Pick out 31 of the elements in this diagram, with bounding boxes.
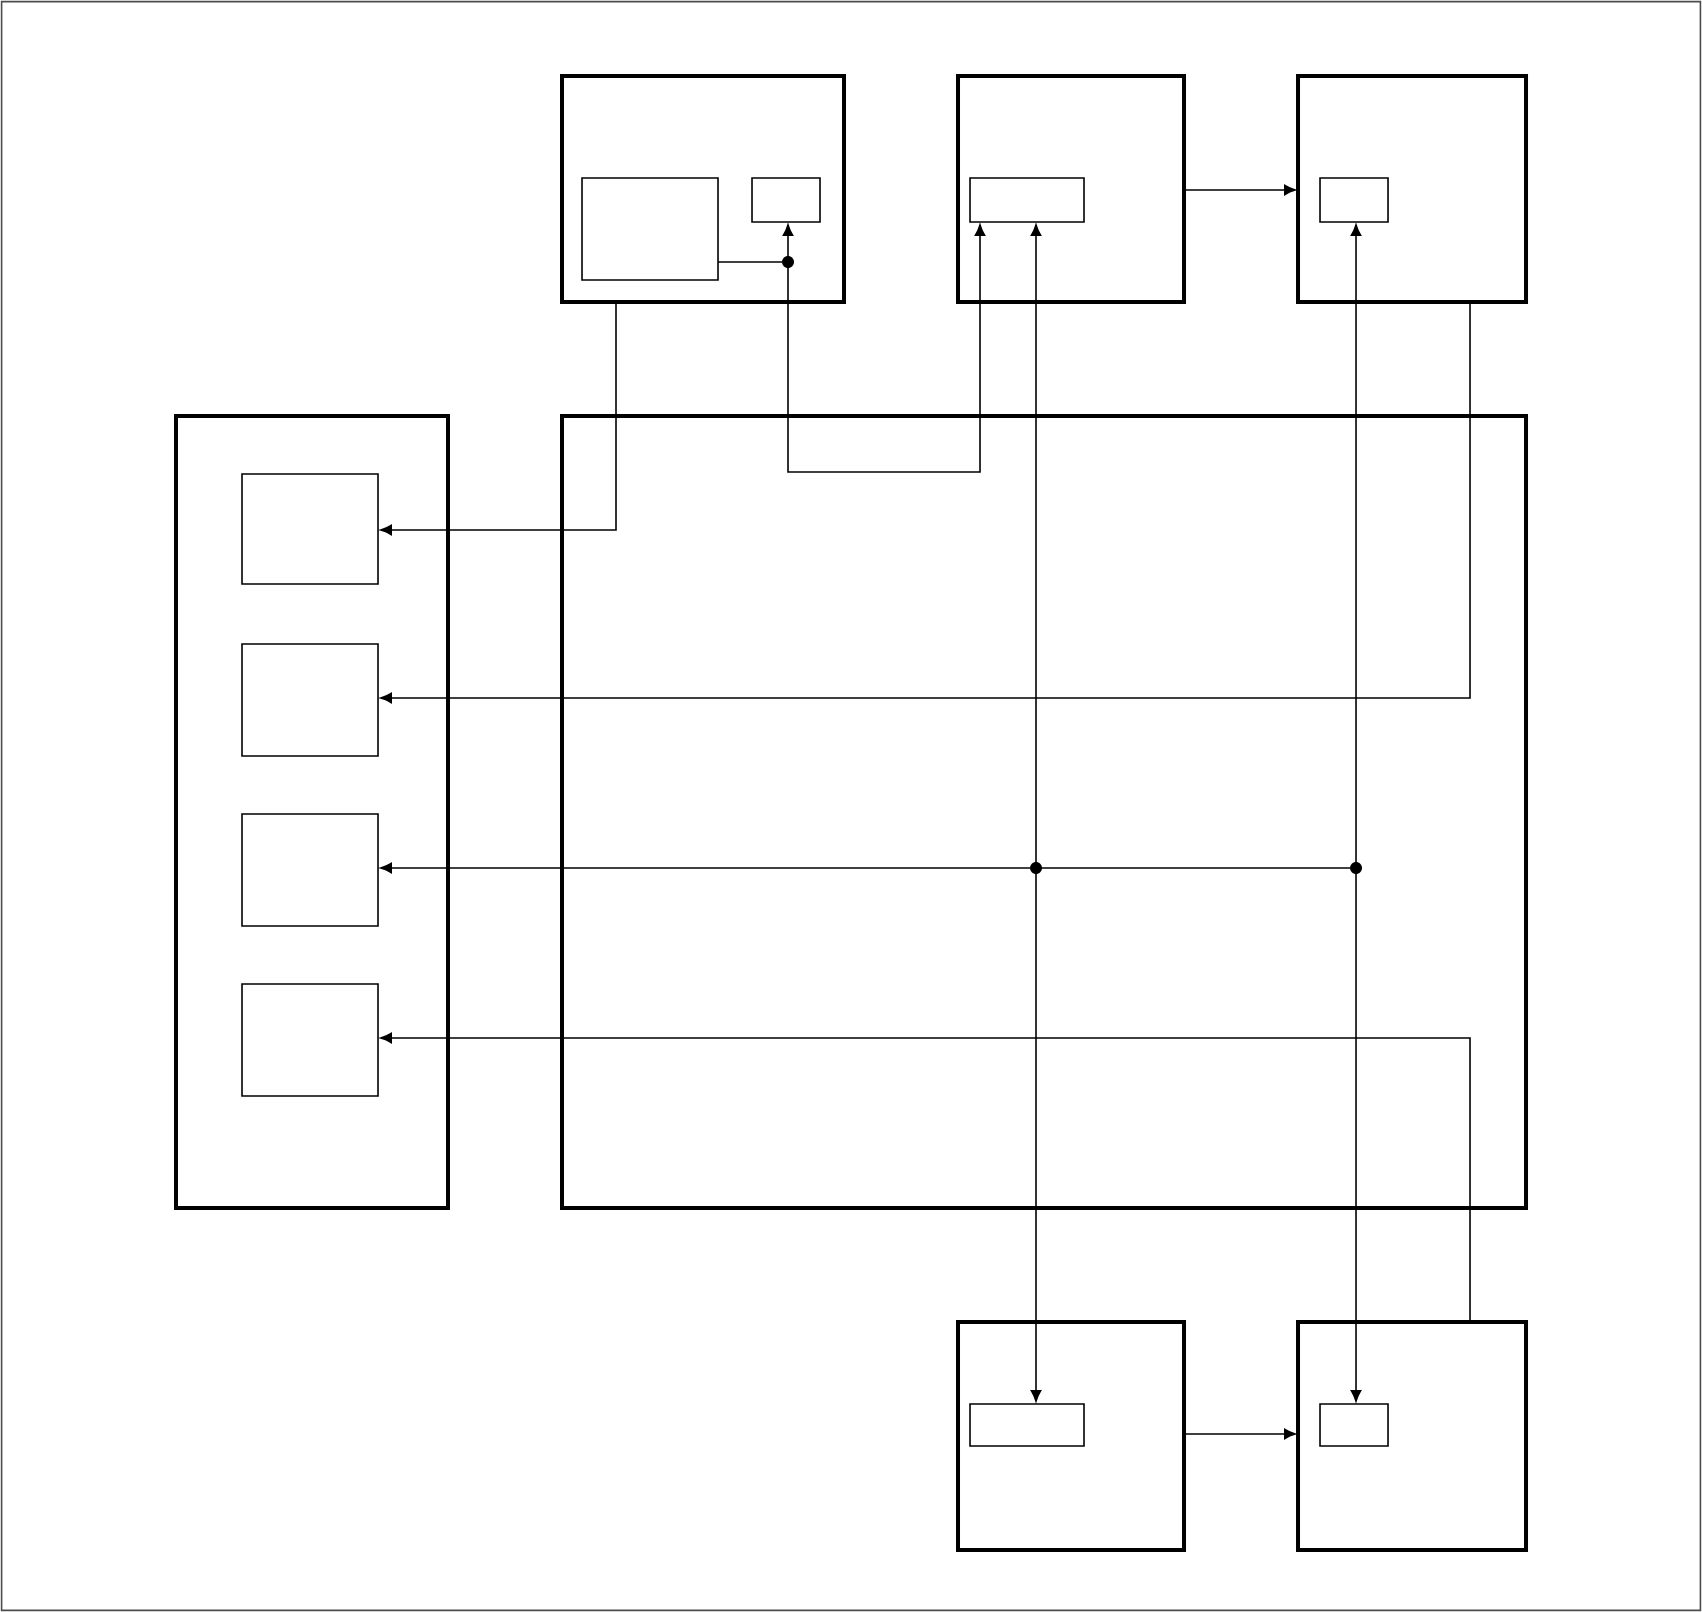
arrow [380,1032,1471,1323]
connector-line [717,261,783,263]
block-box [1296,74,1528,304]
sub-block-box [751,177,821,223]
block-box [956,74,1186,304]
sub-block-box [241,643,379,757]
block-box [174,414,450,1210]
block-box [560,414,1528,1210]
arrow [1350,224,1362,863]
arrow [380,301,1471,704]
arrow [1350,873,1362,1402]
arrow [1183,184,1296,196]
arrow [787,224,986,473]
arrow [1030,224,1042,863]
sub-block-box [969,177,1085,223]
sub-block-box [241,813,379,927]
connector-line [1041,867,1351,869]
sub-block-box [241,983,379,1097]
sub-block-box [581,177,719,281]
arrow [380,301,617,536]
arrow [782,224,794,257]
sub-block-box [1319,177,1389,223]
block-box [956,1320,1186,1552]
sub-block-box [241,473,379,585]
arrow [380,862,1031,874]
block-box [1296,1320,1528,1552]
block-box [560,74,846,304]
arrow [1030,873,1042,1402]
sub-block-box [969,1403,1085,1447]
sub-block-box [1319,1403,1389,1447]
arrow [1183,1428,1296,1440]
